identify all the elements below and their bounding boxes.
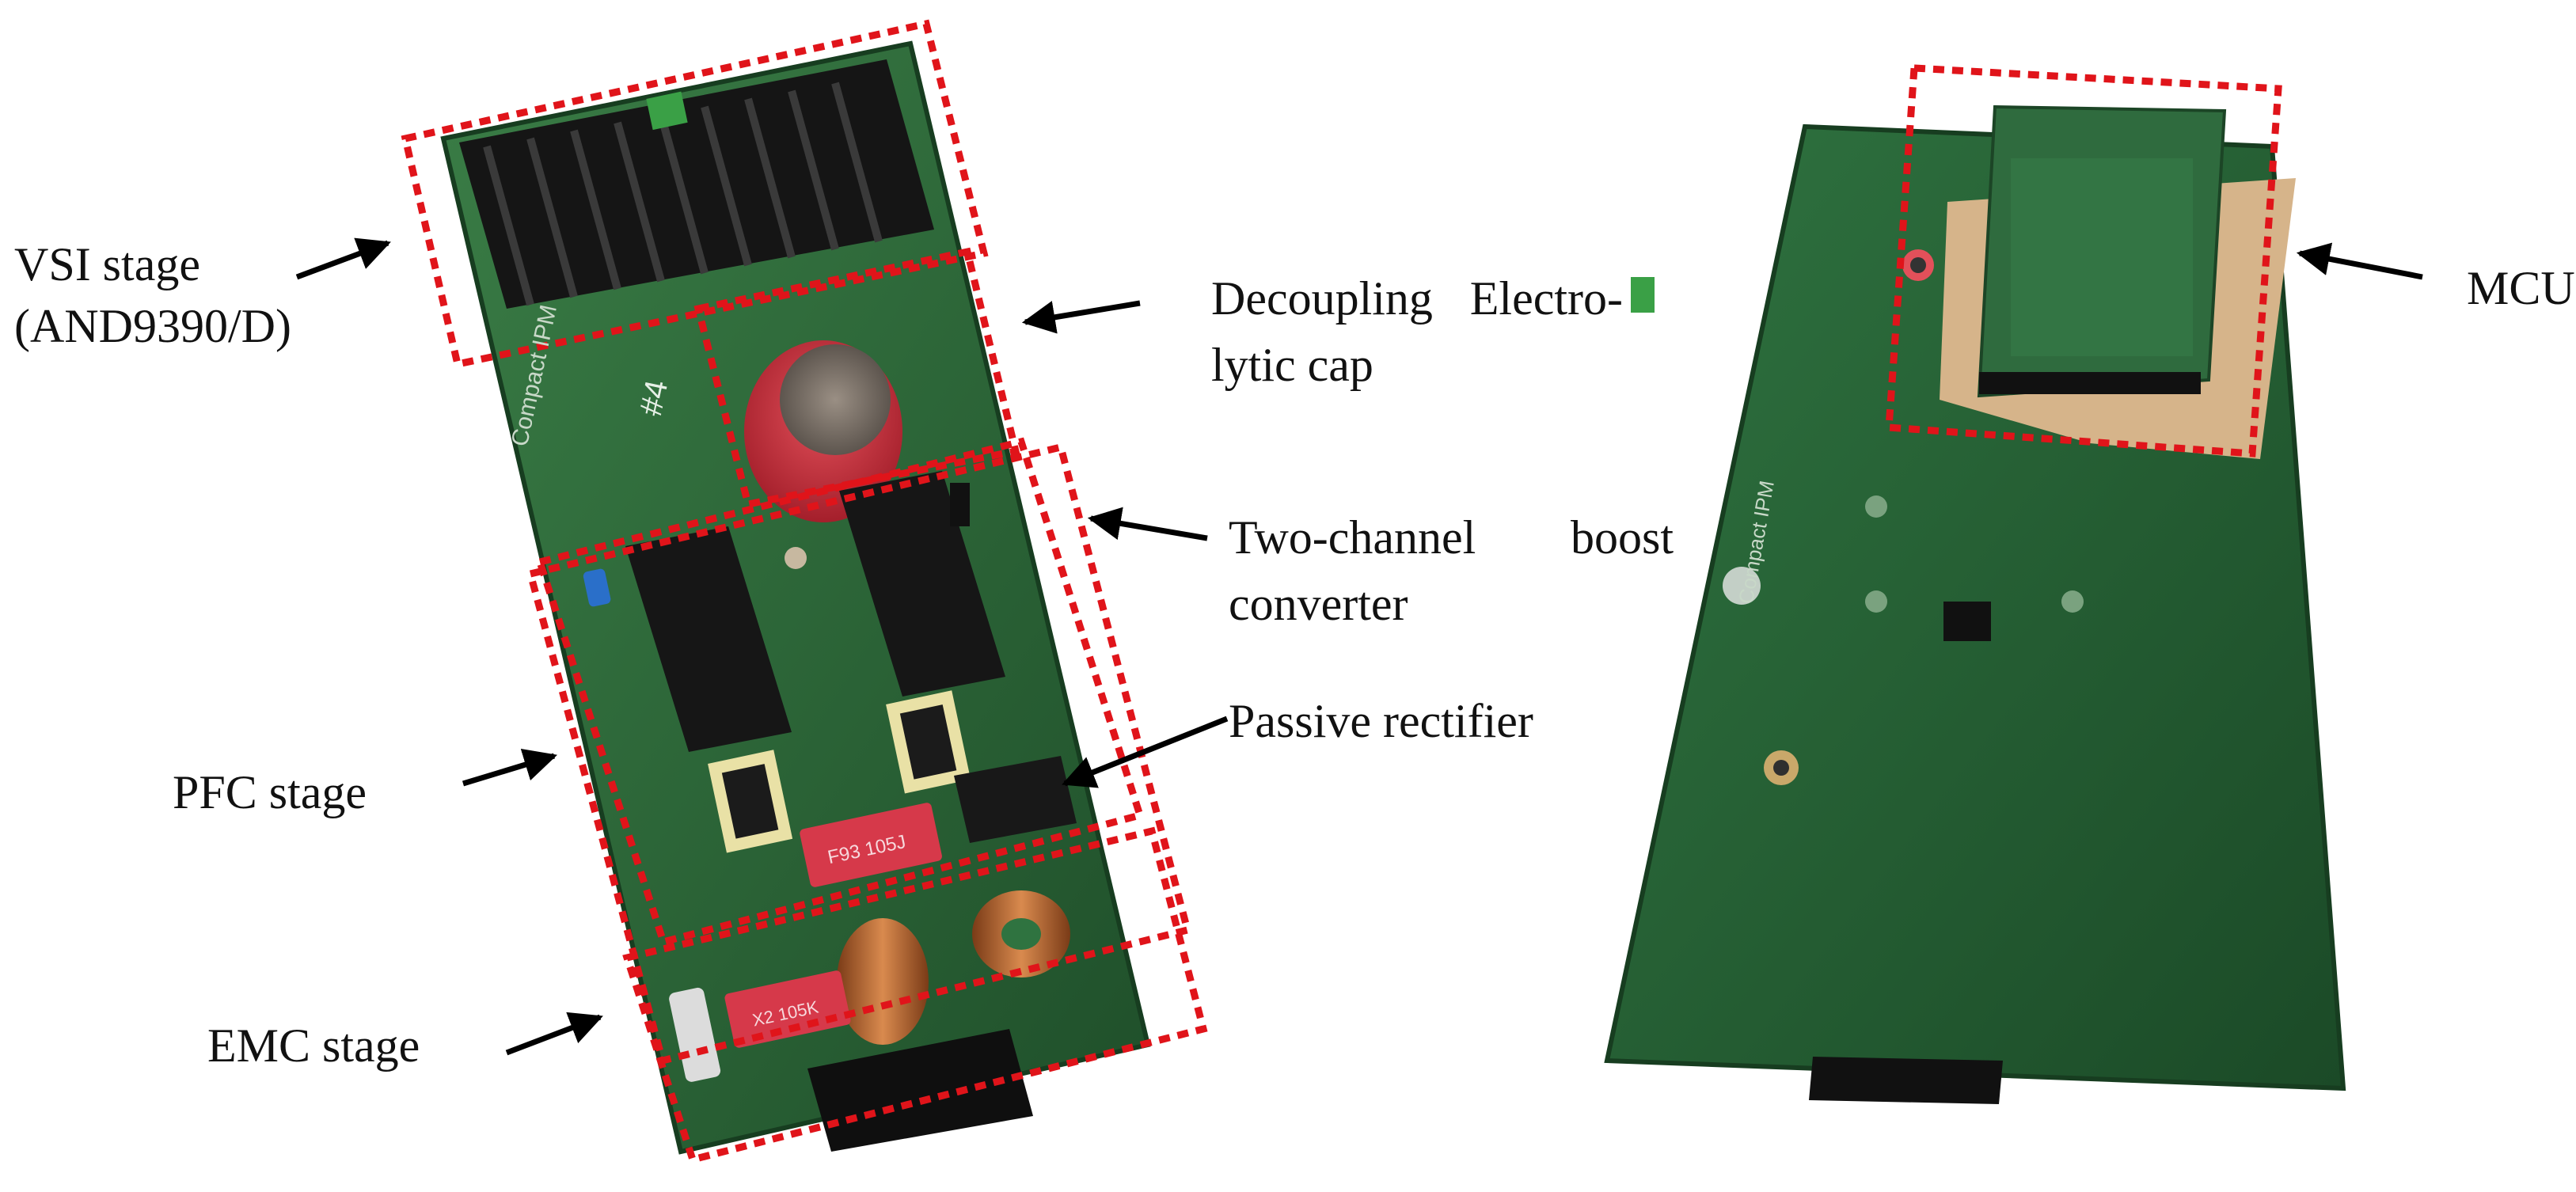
pfc-inductor-left [625, 526, 792, 752]
label-passive-rectifier: Passive rectifier [1229, 695, 1533, 747]
transformer-right [886, 690, 971, 794]
board-number: #4 [633, 377, 675, 419]
arrow-pfc [462, 748, 558, 787]
film-capacitor [800, 803, 942, 887]
x-capacitor [724, 970, 851, 1048]
label-vsi-line2: (AND9390/D) [14, 300, 291, 352]
label-two-channel-line2: converter [1229, 578, 1408, 630]
label-two-channel-line1-wrap: Two-channel boost [1229, 507, 1674, 568]
box-vsi [401, 19, 989, 369]
left-board [440, 40, 1151, 1155]
arrow-vsi [295, 237, 391, 280]
box-decoupling [693, 247, 1020, 509]
mcu-module [1977, 104, 2227, 398]
ac-socket-back [1809, 1057, 2003, 1104]
heatsink [459, 59, 934, 309]
box-mcu [1885, 64, 2282, 457]
rectifier-heatsink [954, 756, 1077, 843]
electrolytic-capacitor [744, 340, 902, 522]
box-emc [622, 826, 1208, 1164]
annotation-boxes [401, 19, 2282, 1164]
label-vsi-line1: VSI stage [14, 238, 200, 290]
label-two-channel-line1: Two-channel boost [1229, 511, 1674, 564]
ac-socket [807, 1029, 1033, 1152]
right-board [1604, 104, 2346, 1104]
box-pfc [526, 442, 1192, 1065]
label-emc-stage: EMC stage [207, 1019, 420, 1072]
arrow-two-channel [1087, 507, 1208, 541]
label-mcu: MCU [2467, 262, 2575, 314]
transformer-left [708, 750, 793, 853]
arrow-mcu [2296, 242, 2423, 280]
arrow-emc [505, 1012, 603, 1056]
emc-choke [837, 890, 1070, 1045]
pfc-inductor-right [839, 471, 1005, 697]
annotation-arrows [295, 237, 2423, 1056]
arrow-decoupling [1021, 300, 1141, 334]
label-vsi-stage: VSI stage (AND9390/D) [14, 233, 291, 357]
arrow-passive [1062, 716, 1229, 788]
label-pfc-stage: PFC stage [173, 766, 367, 818]
label-decoupling-line1: Decoupling Electro- [1211, 272, 1623, 325]
label-decoupling-line2: lytic cap [1211, 339, 1373, 391]
label-decoupling-line1-wrap: Decoupling Electro- [1211, 268, 1623, 329]
box-two-channel [535, 437, 1145, 947]
